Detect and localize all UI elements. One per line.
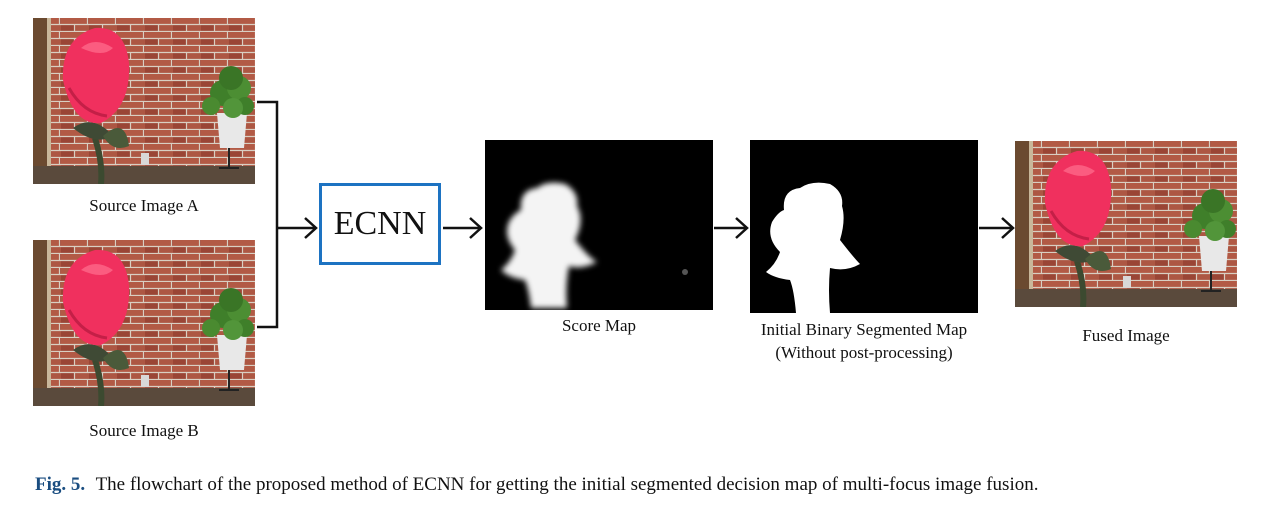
figure-caption: Fig. 5. The flowchart of the proposed me… [35, 474, 1038, 496]
score-map-image [485, 140, 713, 310]
binary-map-image [750, 140, 978, 313]
fused-image-label: Fused Image [1082, 326, 1170, 345]
source-image-b-label: Source Image B [89, 421, 199, 440]
binary-map-label-line1: Initial Binary Segmented Map [760, 320, 968, 339]
figure-label: Fig. 5. [35, 474, 86, 495]
source-image-a-label: Source Image A [89, 196, 199, 215]
binary-map-label-line2: (Without post-processing) [775, 343, 953, 362]
score-map-label: Score Map [561, 316, 637, 335]
ecnn-label: ECNN [333, 205, 427, 242]
figure-caption-text: The flowchart of the proposed method of … [95, 474, 1039, 495]
fused-image [1015, 141, 1237, 307]
ecnn-block: ECNN [319, 183, 441, 265]
